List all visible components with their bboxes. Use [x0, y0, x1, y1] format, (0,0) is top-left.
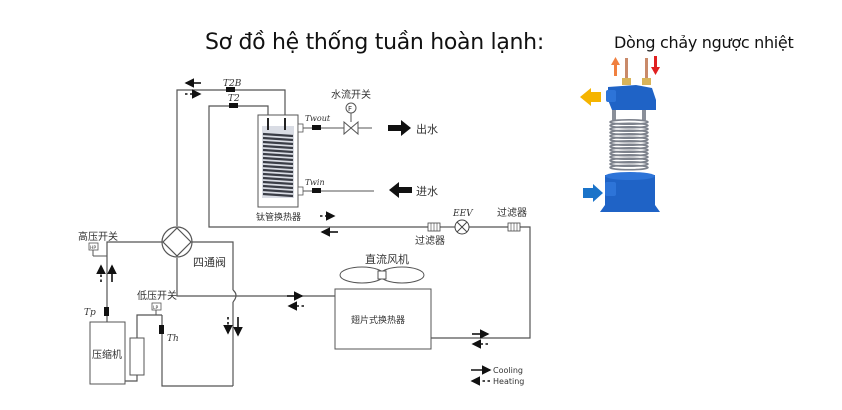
label-t2b: T2B — [223, 79, 242, 89]
sensor-tp — [104, 307, 109, 316]
coil-turn — [262, 136, 294, 142]
coil-turn — [262, 188, 294, 194]
water-flow-switch-label: 水流开关 — [331, 88, 371, 101]
coil-turn — [262, 192, 294, 198]
label-tp: Tp — [84, 308, 96, 318]
photo-coil-turn — [609, 126, 649, 133]
photo-coil-turn — [609, 161, 649, 168]
photo-coil-turn — [609, 133, 649, 140]
label-twout: Twout — [305, 114, 331, 123]
hot-in-arrow-icon — [651, 56, 660, 75]
water-in-arrow — [389, 182, 412, 198]
photo-coil-turn — [609, 143, 649, 150]
photo-coil-turn — [609, 129, 649, 136]
filter-right-label: 过滤器 — [497, 206, 527, 219]
filter-left-label: 过滤器 — [415, 234, 445, 247]
coil-turn — [262, 132, 294, 138]
fin-hx-label: 翅片式换热器 — [351, 314, 405, 326]
flow-arrows — [96, 78, 492, 386]
four-way-valve — [161, 226, 193, 258]
photo-coil-turn — [609, 147, 649, 154]
photo-coil-turn — [609, 164, 649, 171]
coil-turn — [262, 164, 294, 170]
coil-turn — [262, 180, 294, 186]
lp-tag: LP — [153, 305, 159, 311]
coil-turn — [262, 140, 294, 146]
sensor-twout — [312, 125, 321, 130]
coil-turn — [262, 152, 294, 158]
low-pressure-switch: LP — [151, 302, 162, 315]
water-in-label: 进水 — [416, 185, 438, 198]
dc-fan — [339, 266, 425, 284]
counterflow-hx-illustration — [580, 56, 660, 212]
low-pressure-switch-label: 低压开关 — [137, 289, 177, 302]
high-pressure-switch-label: 高压开关 — [78, 230, 118, 243]
photo-caption: Dòng chảy ngược nhiệt — [614, 33, 794, 52]
label-t2: T2 — [228, 94, 240, 104]
hot-out-arrow-icon — [611, 57, 620, 76]
photo-coil-turn — [609, 157, 649, 164]
photo-coil-turn — [609, 119, 649, 126]
sensor-t2 — [229, 103, 238, 108]
legend-heating-label: Heating — [493, 377, 524, 386]
accumulator — [129, 337, 145, 376]
coil-turn — [262, 176, 294, 182]
eev-label: EEV — [452, 209, 474, 219]
label-th: Th — [167, 334, 179, 344]
hp-tag: HP — [90, 245, 96, 251]
photo-coil-turn — [609, 150, 649, 157]
sensor-t2b — [226, 87, 235, 92]
pipe-right-icon — [645, 58, 648, 84]
photo-coil-turn — [609, 122, 649, 129]
photo-coil-turn — [609, 140, 649, 147]
sensor-th — [159, 325, 164, 334]
titanium-hx-label: 钛管换热器 — [256, 211, 301, 223]
water-out-arrow — [388, 120, 411, 136]
label-twin: Twin — [305, 178, 325, 187]
filter-left — [427, 222, 441, 232]
eev — [454, 219, 470, 235]
coil-turn — [262, 168, 294, 174]
photo-coil-turn — [609, 136, 649, 143]
high-pressure-switch: HP — [88, 242, 107, 257]
dc-fan-label: 直流风机 — [365, 252, 409, 266]
four-way-valve-label: 四通阀 — [193, 255, 226, 269]
compressor — [89, 321, 126, 385]
coil-turn — [262, 148, 294, 154]
photo-coil-turn — [609, 154, 649, 161]
filter-right — [507, 222, 521, 232]
coil-turn — [262, 184, 294, 190]
coil-turn — [262, 156, 294, 162]
coil-turn — [262, 144, 294, 150]
sensor-twin — [312, 188, 321, 193]
flow-switch-tag: F — [348, 105, 352, 113]
page-title: Sơ đồ hệ thống tuần hoàn lạnh: — [205, 30, 544, 55]
coil-turn — [262, 172, 294, 178]
coil-turn — [262, 160, 294, 166]
water-in-arrow-icon — [583, 184, 603, 202]
pipe-left-icon — [625, 58, 628, 84]
water-out-label: 出水 — [416, 122, 438, 136]
water-out-arrow-icon — [580, 88, 601, 106]
titanium-heat-exchanger — [257, 114, 304, 208]
compressor-label: 压缩机 — [92, 348, 122, 361]
legend-cooling-label: Cooling — [493, 366, 523, 375]
fin-heat-exchanger — [334, 288, 432, 350]
water-flow-switch: F — [343, 102, 359, 136]
